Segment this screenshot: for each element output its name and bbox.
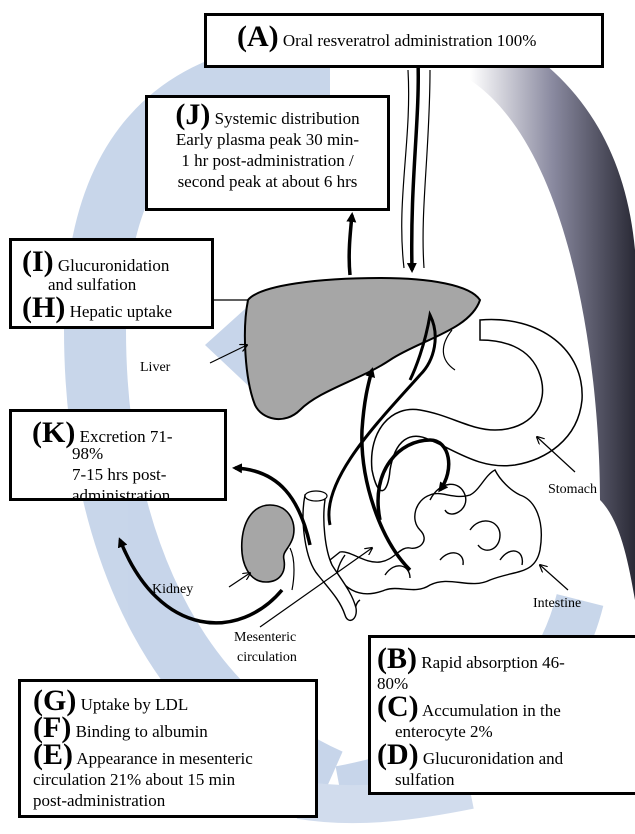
label-k: (K)	[32, 416, 75, 449]
box-k-line4: administration	[72, 485, 224, 506]
box-f-text: Binding to albumin	[76, 722, 208, 741]
box-d-text: Glucuronidation and	[423, 749, 563, 768]
box-k-line3: 7-15 hrs post-	[72, 464, 224, 485]
box-c-text: Accumulation in the	[422, 701, 561, 720]
box-i-line2: and sulfation	[48, 274, 211, 295]
box-e-line2: circulation 21% about 15 min	[33, 769, 315, 790]
label-c: (C)	[377, 690, 419, 723]
kidney-label: Kidney	[152, 582, 193, 598]
label-e: (E)	[33, 738, 73, 771]
label-j: (J)	[175, 98, 210, 131]
box-d-line2: sulfation	[395, 769, 635, 790]
label-a: (A)	[237, 20, 279, 53]
box-j-text: Systemic distribution	[215, 109, 360, 128]
mesenteric-label: Mesenteric	[234, 630, 296, 646]
box-j-line4: second peak at about 6 hrs	[154, 171, 381, 192]
intestine-shape	[330, 470, 541, 616]
oral-path	[402, 60, 430, 270]
box-i-h: (I) Glucuronidation and sulfation (H) He…	[9, 238, 214, 329]
liver-label: Liver	[140, 360, 170, 376]
box-a: (A) Oral resveratrol administration 100%	[204, 13, 604, 68]
box-g-text: Uptake by LDL	[81, 695, 189, 714]
kidney-shape	[242, 505, 294, 582]
label-d: (D)	[377, 738, 419, 771]
box-j-line3: 1 hr post-administration /	[154, 150, 381, 171]
box-a-text: Oral resveratrol administration 100%	[283, 31, 537, 50]
box-j: (J) Systemic distribution Early plasma p…	[145, 95, 390, 211]
box-i-text: Glucuronidation	[58, 256, 169, 275]
box-j-line2: Early plasma peak 30 min-	[154, 129, 381, 150]
box-e-text: Appearance in mesenteric	[76, 749, 253, 768]
box-e-line3: post-administration	[33, 790, 315, 811]
stomach-label: Stomach	[548, 482, 597, 498]
liver-shape	[245, 278, 480, 419]
box-g-f-e: (G) Uptake by LDL (F) Binding to albumin…	[18, 679, 318, 818]
box-b-c-d: (B) Rapid absorption 46- 80% (C) Accumul…	[368, 635, 635, 795]
box-c-line2: enterocyte 2%	[395, 721, 635, 742]
box-k: (K) Excretion 71- 98% 7-15 hrs post- adm…	[9, 409, 227, 501]
label-h: (H)	[22, 291, 65, 324]
box-b-text: Rapid absorption 46-	[421, 653, 565, 672]
intestine-label: Intestine	[533, 596, 581, 612]
label-b: (B)	[377, 642, 417, 675]
mesenteric-label-2: circulation	[237, 650, 297, 666]
box-h-text: Hepatic uptake	[70, 302, 172, 321]
